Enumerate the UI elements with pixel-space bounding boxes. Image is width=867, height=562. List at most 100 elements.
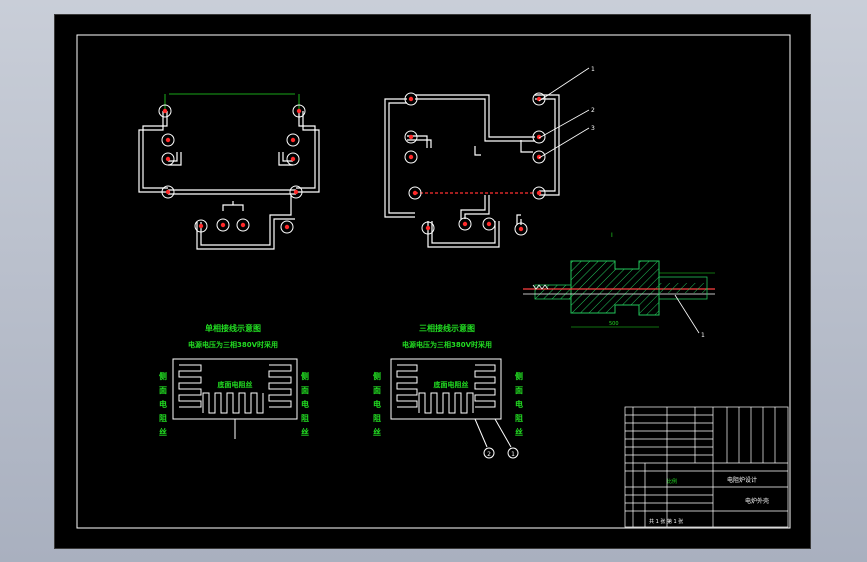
terminal-icon-left-1-center [162, 108, 168, 114]
section-detail: Ⅰ 500 1 [523, 232, 715, 339]
svg-text:阻: 阻 [373, 414, 381, 423]
svg-text:电: 电 [515, 399, 523, 409]
svg-text:阻: 阻 [301, 414, 309, 423]
title-block [624, 406, 789, 528]
terminal-icon-left-10-center [220, 222, 226, 228]
svg-text:丝: 丝 [515, 427, 523, 437]
callout-1: 1 [511, 451, 515, 458]
three-bottom-label: 底面电阻丝 [434, 380, 469, 389]
terminal-icon-left-2-center [296, 108, 302, 114]
terminal-icon-left-12-center [284, 224, 290, 230]
svg-text:面: 面 [373, 386, 381, 395]
terminal-icon-mid-8-center [536, 190, 542, 196]
terminal-icon-left-7 [161, 185, 175, 199]
svg-text:侧: 侧 [515, 371, 523, 381]
terminal-icon-left-9 [194, 219, 208, 233]
terminal-icon-left-5-center [165, 156, 171, 162]
terminal-icon-mid-4-center [408, 154, 414, 160]
terminal-icon-left-11 [236, 218, 250, 232]
svg-text:面: 面 [515, 386, 523, 395]
terminal-icon-mid-4 [404, 150, 418, 164]
svg-text:丝: 丝 [301, 427, 309, 437]
terminal-icon-left-10 [216, 218, 230, 232]
terminal-icon-mid-6-center [536, 154, 542, 160]
title-company: 电阻炉设计 [727, 476, 757, 484]
cad-drawing: 1 2 3 Ⅰ 500 1 单相接线示意图 电源电压为三相380V时采用 [76, 34, 791, 529]
terminal-icon-mid-12-center [518, 226, 524, 232]
section-dim-label: 500 [609, 321, 619, 327]
terminal-icon-left-9-center [198, 223, 204, 229]
terminal-icon-mid-2 [532, 92, 546, 106]
terminal-icon-mid-5 [532, 130, 546, 144]
middle-wiring-diagram [384, 94, 560, 248]
three-phase-title: 三相接线示意图 [419, 323, 475, 333]
terminal-icon-mid-3 [404, 130, 418, 144]
terminal-icon-mid-11 [482, 217, 496, 231]
terminal-icon-mid-12 [514, 222, 528, 236]
terminal-icon-mid-7-center [412, 190, 418, 196]
svg-text:阻: 阻 [515, 414, 523, 423]
terminal-icon-left-4-center [290, 137, 296, 143]
terminal-icon-left-1 [158, 104, 172, 118]
left-terminals [158, 104, 306, 234]
section-mark: Ⅰ [611, 232, 613, 239]
svg-text:丝: 丝 [159, 427, 167, 437]
svg-text:面: 面 [301, 386, 309, 395]
terminal-icon-left-12 [280, 220, 294, 234]
svg-text:丝: 丝 [373, 427, 381, 437]
terminal-icon-left-6-center [290, 156, 296, 162]
svg-text:侧: 侧 [159, 371, 167, 381]
single-phase-subtitle: 电源电压为三相380V时采用 [188, 340, 278, 349]
svg-text:电: 电 [301, 399, 309, 409]
terminal-icon-left-8 [289, 185, 303, 199]
terminal-icon-mid-9 [421, 221, 435, 235]
drawing-viewport[interactable]: 1 2 3 Ⅰ 500 1 单相接线示意图 电源电压为三相380V时采用 [54, 14, 811, 549]
svg-text:面: 面 [159, 386, 167, 395]
terminal-icon-mid-9-center [425, 225, 431, 231]
title-scale-label: 比例 [667, 478, 677, 485]
title-drawing-name: 电炉外壳 [745, 497, 769, 505]
svg-text:电: 电 [159, 399, 167, 409]
svg-text:侧: 侧 [373, 371, 381, 381]
terminal-icon-left-5 [161, 152, 175, 166]
left-wiring-diagram [138, 93, 320, 250]
leader-label-3: 3 [591, 125, 595, 132]
terminal-icon-mid-5-center [536, 134, 542, 140]
title-block-text: 电阻炉设计 电炉外壳 比例 共 1 张 第 1 张 [649, 476, 769, 525]
leader-label-2: 2 [591, 107, 595, 114]
leader-label-1: 1 [591, 66, 595, 73]
outer-frame [76, 34, 791, 529]
terminal-icon-mid-8 [532, 186, 546, 200]
terminal-icon-mid-10-center [462, 221, 468, 227]
single-phase-title: 单相接线示意图 [205, 323, 261, 333]
terminal-icon-left-8-center [293, 189, 299, 195]
terminal-icon-left-7-center [165, 189, 171, 195]
terminal-icon-mid-7 [408, 186, 422, 200]
title-sheet-label: 共 1 张 第 1 张 [649, 518, 683, 525]
svg-text:阻: 阻 [159, 414, 167, 423]
callout-2: 2 [487, 451, 491, 458]
svg-text:电: 电 [373, 399, 381, 409]
terminal-icon-mid-1-center [408, 96, 414, 102]
terminal-icon-left-6 [286, 152, 300, 166]
svg-text:侧: 侧 [301, 371, 309, 381]
three-phase-subtitle: 电源电压为三相380V时采用 [402, 340, 492, 349]
terminal-icon-mid-3-center [408, 134, 414, 140]
section-leader-label: 1 [701, 332, 705, 339]
middle-leaders [538, 67, 590, 159]
terminal-icon-left-3-center [165, 137, 171, 143]
terminal-icon-left-3 [161, 133, 175, 147]
terminal-icon-mid-10 [458, 217, 472, 231]
terminal-icon-mid-1 [404, 92, 418, 106]
terminal-icon-mid-6 [532, 150, 546, 164]
terminal-icon-mid-11-center [486, 221, 492, 227]
terminal-icon-left-2 [292, 104, 306, 118]
terminal-icon-left-11-center [240, 222, 246, 228]
terminal-icon-left-4 [286, 133, 300, 147]
